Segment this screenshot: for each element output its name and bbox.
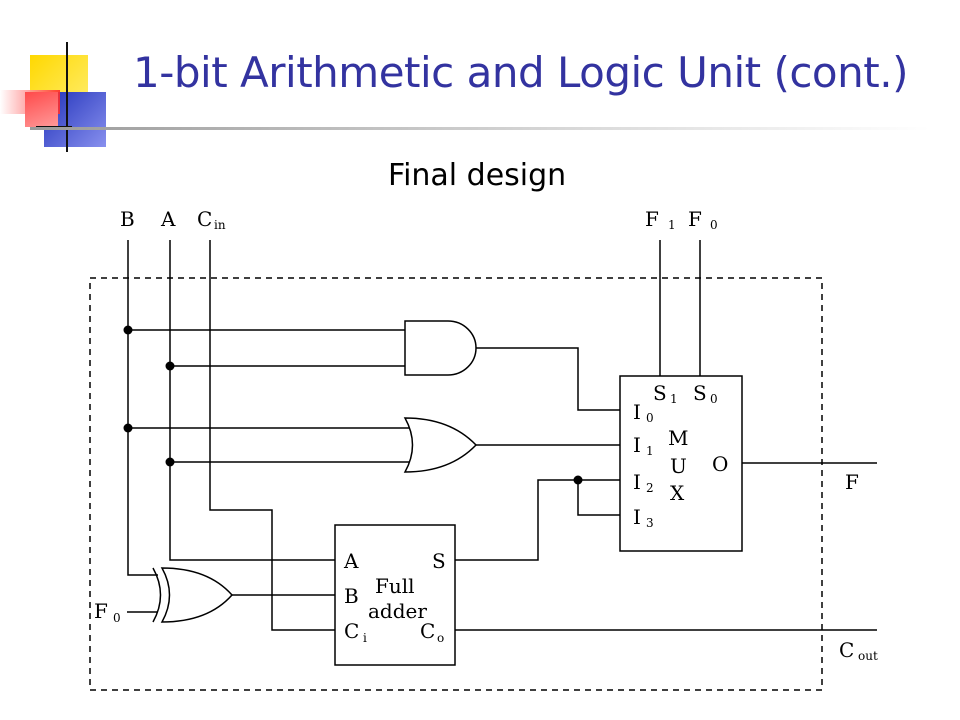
mux-s0-sub: 0 [710, 392, 718, 406]
junction-dot [123, 325, 133, 335]
mux-i0: I [633, 400, 641, 424]
mux-s1: S [653, 381, 667, 405]
mux-name-u: U [670, 454, 687, 478]
input-cin-label: C [197, 207, 212, 231]
wire-and-mux [476, 347, 620, 411]
and-gate [404, 320, 477, 376]
input-f1-label: F [645, 207, 659, 231]
wires [127, 240, 877, 631]
fa-pin-s: S [432, 549, 446, 573]
mux-i0-sub: 0 [646, 411, 654, 425]
input-f0-sub: 0 [710, 218, 718, 232]
mux-i1: I [633, 433, 641, 457]
wire-a [169, 240, 335, 561]
fa-pin-b: B [344, 584, 359, 608]
mux-name-x: X [670, 481, 685, 505]
mux-i3: I [633, 505, 641, 529]
or-gate [403, 417, 478, 473]
fa-label-adder: adder [368, 599, 427, 623]
fa-pin-ci-sub: i [363, 631, 367, 645]
fa-pin-ci: C [344, 619, 359, 643]
junction-dot [123, 423, 133, 433]
fa-label-full: Full [375, 574, 415, 598]
wire-sum-mux [455, 479, 620, 561]
title-underline [30, 127, 930, 130]
junction-dot [165, 361, 175, 371]
deco-red-block [25, 92, 58, 127]
mux-box [619, 375, 743, 552]
mux-i2-sub: 2 [646, 481, 654, 495]
wire-b [127, 240, 158, 576]
output-f-label: F [845, 470, 859, 494]
output-cout-label: C [839, 638, 854, 662]
xor-gate [152, 567, 234, 623]
deco-vertical-line [66, 42, 68, 152]
mux-name-m: M [668, 426, 688, 450]
input-f0-label: F [688, 207, 702, 231]
fa-pin-co-sub: o [437, 631, 444, 645]
input-a-label: A [160, 207, 176, 231]
xor-f0-label: F [94, 599, 108, 623]
input-f1-sub: 1 [668, 218, 676, 232]
fa-pin-a: A [343, 549, 359, 573]
output-cout-sub: out [858, 649, 878, 663]
input-b-label: B [120, 207, 135, 231]
slide-title: 1-bit Arithmetic and Logic Unit (cont.) [133, 48, 908, 97]
full-adder-box [334, 524, 456, 666]
junctions [123, 325, 583, 485]
xor-f0-sub: 0 [113, 611, 121, 625]
slide-subtitle: Final design [388, 158, 567, 193]
mux-i2: I [633, 470, 641, 494]
mux-s1-sub: 1 [670, 392, 678, 406]
wire-sum-i3 [577, 480, 620, 516]
junction-dot [573, 475, 583, 485]
junction-dot [165, 457, 175, 467]
mux-i1-sub: 1 [646, 444, 654, 458]
alu-boundary [89, 277, 823, 691]
mux-s0: S [693, 381, 707, 405]
wire-cin [209, 240, 335, 631]
fa-pin-co: C [420, 619, 435, 643]
input-cin-sub: in [214, 218, 226, 232]
mux-out-o: O [712, 452, 728, 476]
mux-i3-sub: 3 [646, 516, 654, 530]
